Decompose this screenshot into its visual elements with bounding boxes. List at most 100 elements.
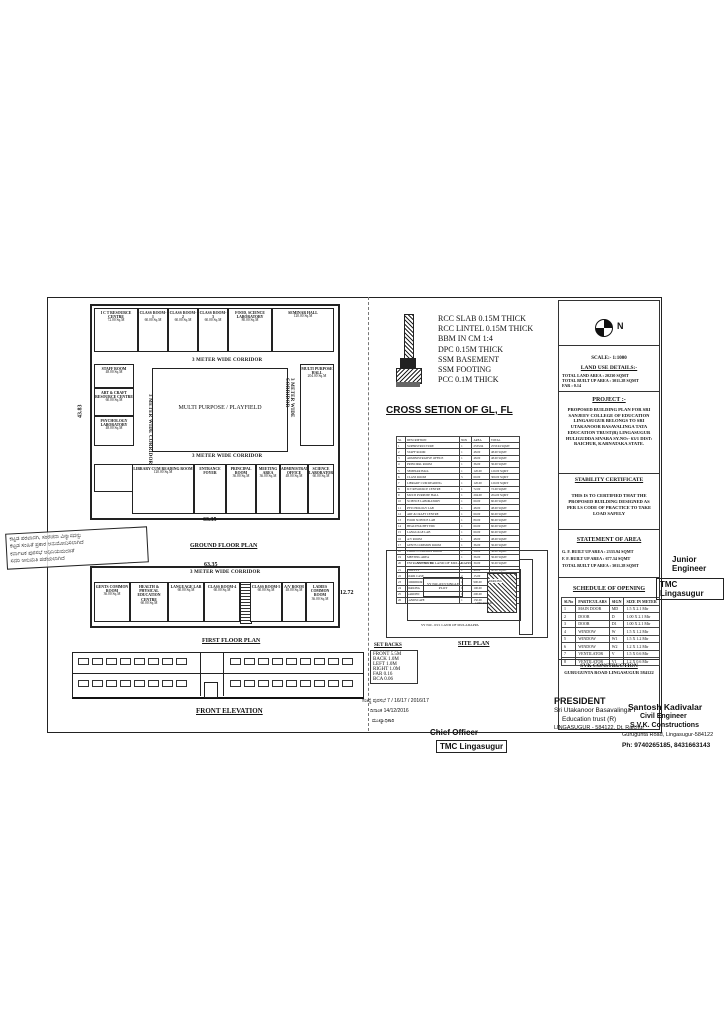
setbacks-row-5: BCA 0.06	[373, 677, 394, 682]
approval-number: ಸಂಖ್ಯೆ ಪುರಸಭೆ 7 / 16/17 / 2016/17	[362, 698, 429, 704]
land-use-title: LAND USE DETAILS:-	[580, 365, 638, 371]
president-address: LINGASUGUR - 584122. Dt. Raichur	[554, 725, 645, 731]
table-cell: 1.00 X 2.1 Mtr	[623, 619, 660, 628]
site-road-label: 12M ROAD	[475, 601, 493, 605]
title-block: N SCALE:- 1:1000 LAND USE DETAILS:- TOTA…	[558, 300, 660, 730]
president-org: Sri Utakanoor Basavalinga T	[554, 707, 637, 714]
schedule-header-cell: Sl.No	[560, 597, 577, 606]
elevation-window	[300, 658, 311, 665]
elevation-window	[286, 658, 297, 665]
elevation-window	[120, 658, 131, 665]
elevation-window	[314, 680, 325, 687]
site-plot: SY NO:-63/3 SINGLE PLOT	[423, 577, 463, 597]
cs-label-3: DPC 0.15M THICK	[438, 344, 503, 354]
basement-section	[400, 358, 416, 368]
elevation-window	[162, 658, 173, 665]
tmc-stamp-1: TMC Lingasugur	[656, 578, 724, 600]
setbacks-row-2: LEFT 1.0M	[373, 662, 397, 667]
schedule-title: SCHEDULE OF OPENING	[572, 586, 646, 592]
cs-label-2: BBM IN CM 1:4	[438, 334, 493, 344]
schedule-header-cell: SIGN	[608, 597, 625, 606]
cross-section-title: CROSS SETION OF GL, FL	[386, 405, 513, 416]
cs-label-6: PCC 0.1M THICK	[438, 375, 499, 385]
table-cell: 1	[560, 604, 577, 613]
table-cell: 1.5 X 1.2 Mtr	[623, 627, 660, 636]
elevation-window	[134, 658, 145, 665]
elevation-window	[342, 658, 353, 665]
table-cell: 7	[560, 649, 577, 658]
elevation-window	[162, 680, 173, 687]
site-road	[519, 559, 533, 635]
approval-date: ದಿನಾಂಕ 14/12/2016	[370, 708, 409, 714]
engineer-title: Civil Engineer	[640, 713, 687, 720]
playfield: MULTI PURPOSE / PLAYFIELD	[152, 368, 288, 452]
table-cell: W2	[608, 642, 625, 651]
ff-corridor-label: 3 METER WIDE CORRIDOR	[190, 570, 261, 575]
cross-section: RCC SLAB 0.15M THICK RCC LINTEL 0.15M TH…	[396, 314, 556, 404]
elevation-window	[272, 680, 283, 687]
approval-stamp-left: ಕಟ್ಟಡ ಪರವಾನಗಿ, ಸಂರಚನಾ ವಿನ್ಯಾಸವನ್ನು ಕಟ್ಟಡ…	[5, 526, 149, 570]
table-cell: D	[608, 612, 625, 621]
front-elevation	[72, 652, 364, 699]
cs-label-1: RCC LINTEL 0.15M THICK	[438, 324, 534, 334]
elevation-window	[286, 680, 297, 687]
table-cell: V	[608, 649, 625, 658]
engineer-firm: S.V.K. Constructions	[630, 722, 699, 729]
table-cell: 6	[560, 642, 577, 651]
table-cell: WINDOW	[575, 642, 610, 651]
elevation-window	[258, 680, 269, 687]
total-land-area: TOTAL LAND AREA : 20230 SQMT	[562, 373, 629, 378]
elevation-window	[106, 658, 117, 665]
table-cell: VENTILATOR	[575, 649, 610, 658]
elevation-window	[244, 658, 255, 665]
site-boundary	[407, 569, 521, 621]
site-plan: SY NO:-63/3 SINGLE PLOT SY NO:- 63 LAND …	[386, 550, 548, 638]
north-arrow-icon	[595, 319, 613, 337]
north-label: N	[617, 321, 624, 331]
table-cell: 1.2 X 0.6 Mtr	[623, 657, 660, 666]
ff-title: FIRST FLOOR PLAN	[202, 638, 261, 644]
elevation-window	[148, 658, 159, 665]
table-cell: 1.5 X 0.6 Mtr	[623, 649, 660, 658]
elevation-window	[148, 680, 159, 687]
corridor-top-label: 3 METER WIDE CORRIDOR	[192, 358, 263, 363]
elevation-window	[328, 680, 339, 687]
president-label: PRESIDENT	[554, 696, 606, 706]
project-title: PROJECT :-	[592, 397, 626, 403]
setbacks-table: FRONT 5.5M BACK 1.0M LEFT 1.0M RIGHT 1.0…	[370, 650, 418, 684]
elevation-window	[92, 680, 103, 687]
elevation-window	[176, 658, 187, 665]
elevation-window	[78, 658, 89, 665]
table-cell: 1.2 X 1.2 Mtr	[623, 642, 660, 651]
elevation-window	[272, 658, 283, 665]
ff-area: F. F. BUILT UP AREA : 677.34 SQMT	[562, 556, 631, 561]
elevation-window	[230, 658, 241, 665]
firm-address: GURUGUNTA ROAD LINGASUGUR 584122	[564, 670, 654, 675]
stability-title: STABILITY CERTIFICATE	[574, 477, 644, 483]
cs-label-5: SSM FOOTING	[438, 365, 492, 375]
project-desc: PROPOSED BUILDING PLAN FOR SRI SANJEEV C…	[565, 407, 653, 447]
cs-label-4: SSM BASEMENT	[438, 354, 500, 364]
site-north-label: SY NO:- 63 LAND OF MULADAPPA	[417, 561, 473, 565]
table-cell: MAIN DOOR	[575, 604, 610, 613]
